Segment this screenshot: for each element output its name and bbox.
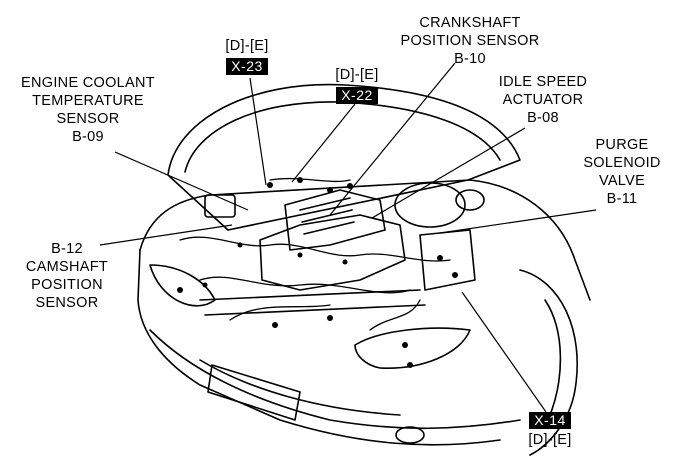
air-cleaner xyxy=(394,182,466,228)
leader-idle xyxy=(371,127,526,219)
engine-block xyxy=(259,214,406,291)
leader-coolant xyxy=(114,151,249,211)
right-headlight xyxy=(354,327,471,369)
hood xyxy=(167,83,521,231)
idle-speed-actuator-label: IDLE SPEED ACTUATOR B-08 xyxy=(488,73,598,127)
crankshaft-sensor-label: CRANKSHAFT POSITION SENSOR B-10 xyxy=(385,14,555,68)
crankshaft-line2: POSITION SENSOR xyxy=(400,33,540,49)
camshaft-line1: CAMSHAFT xyxy=(25,259,109,275)
leader-x22 xyxy=(291,103,356,183)
crankshaft-line1: CRANKSHAFT xyxy=(419,15,521,31)
idle-speed-line2: ACTUATOR xyxy=(502,92,584,108)
connector-x23-range: [D]-[E] xyxy=(225,38,269,54)
connector-x22-range: [D]-[E] xyxy=(335,67,379,83)
leader-purge xyxy=(439,209,597,234)
purge-code: B-11 xyxy=(606,191,638,207)
engine-coolant-line3: SENSOR xyxy=(56,111,120,127)
camshaft-line2: POSITION xyxy=(31,277,103,293)
camshaft-code: B-12 xyxy=(51,241,83,257)
front-wheel xyxy=(519,269,579,456)
idle-speed-line1: IDLE SPEED xyxy=(498,74,588,90)
engine-coolant-code: B-09 xyxy=(72,129,104,145)
connector-x14-id: X-14 xyxy=(529,412,571,429)
idle-speed-code: B-08 xyxy=(527,110,559,126)
fog-lamp xyxy=(395,426,425,444)
engine-coolant-line2: TEMPERATURE xyxy=(32,93,144,109)
connector-x22-id: X-22 xyxy=(336,87,378,104)
engine-coolant-line1: ENGINE COOLANT xyxy=(21,75,155,91)
connector-x14-label: X-14 [D]-[E] xyxy=(518,412,582,449)
leader-crankshaft xyxy=(329,62,456,216)
connector-x23-label: [D]-[E] X-23 xyxy=(215,37,279,76)
camshaft-line3: SENSOR xyxy=(35,295,99,311)
body-outline xyxy=(139,179,591,301)
leader-camshaft xyxy=(99,224,233,246)
camshaft-sensor-label: B-12 CAMSHAFT POSITION SENSOR xyxy=(12,240,122,312)
leader-x14 xyxy=(461,291,547,413)
purge-line2: SOLENOID xyxy=(583,155,661,171)
engine-coolant-sensor-label: ENGINE COOLANT TEMPERATURE SENSOR B-09 xyxy=(18,74,158,146)
connector-x23-id: X-23 xyxy=(226,58,268,75)
front-bumper xyxy=(149,329,521,430)
leader-x23 xyxy=(249,77,267,186)
battery xyxy=(204,194,236,218)
connector-x14-range: [D]-[E] xyxy=(528,432,572,448)
purge-line3: VALVE xyxy=(598,173,646,189)
crankshaft-code: B-10 xyxy=(454,51,486,67)
purge-line1: PURGE xyxy=(595,137,649,153)
wiring-harness xyxy=(179,177,451,331)
purge-solenoid-valve-label: PURGE SOLENOID VALVE B-11 xyxy=(572,136,672,208)
license-plate xyxy=(207,364,301,421)
connector-x22-label: [D]-[E] X-22 xyxy=(325,66,389,105)
